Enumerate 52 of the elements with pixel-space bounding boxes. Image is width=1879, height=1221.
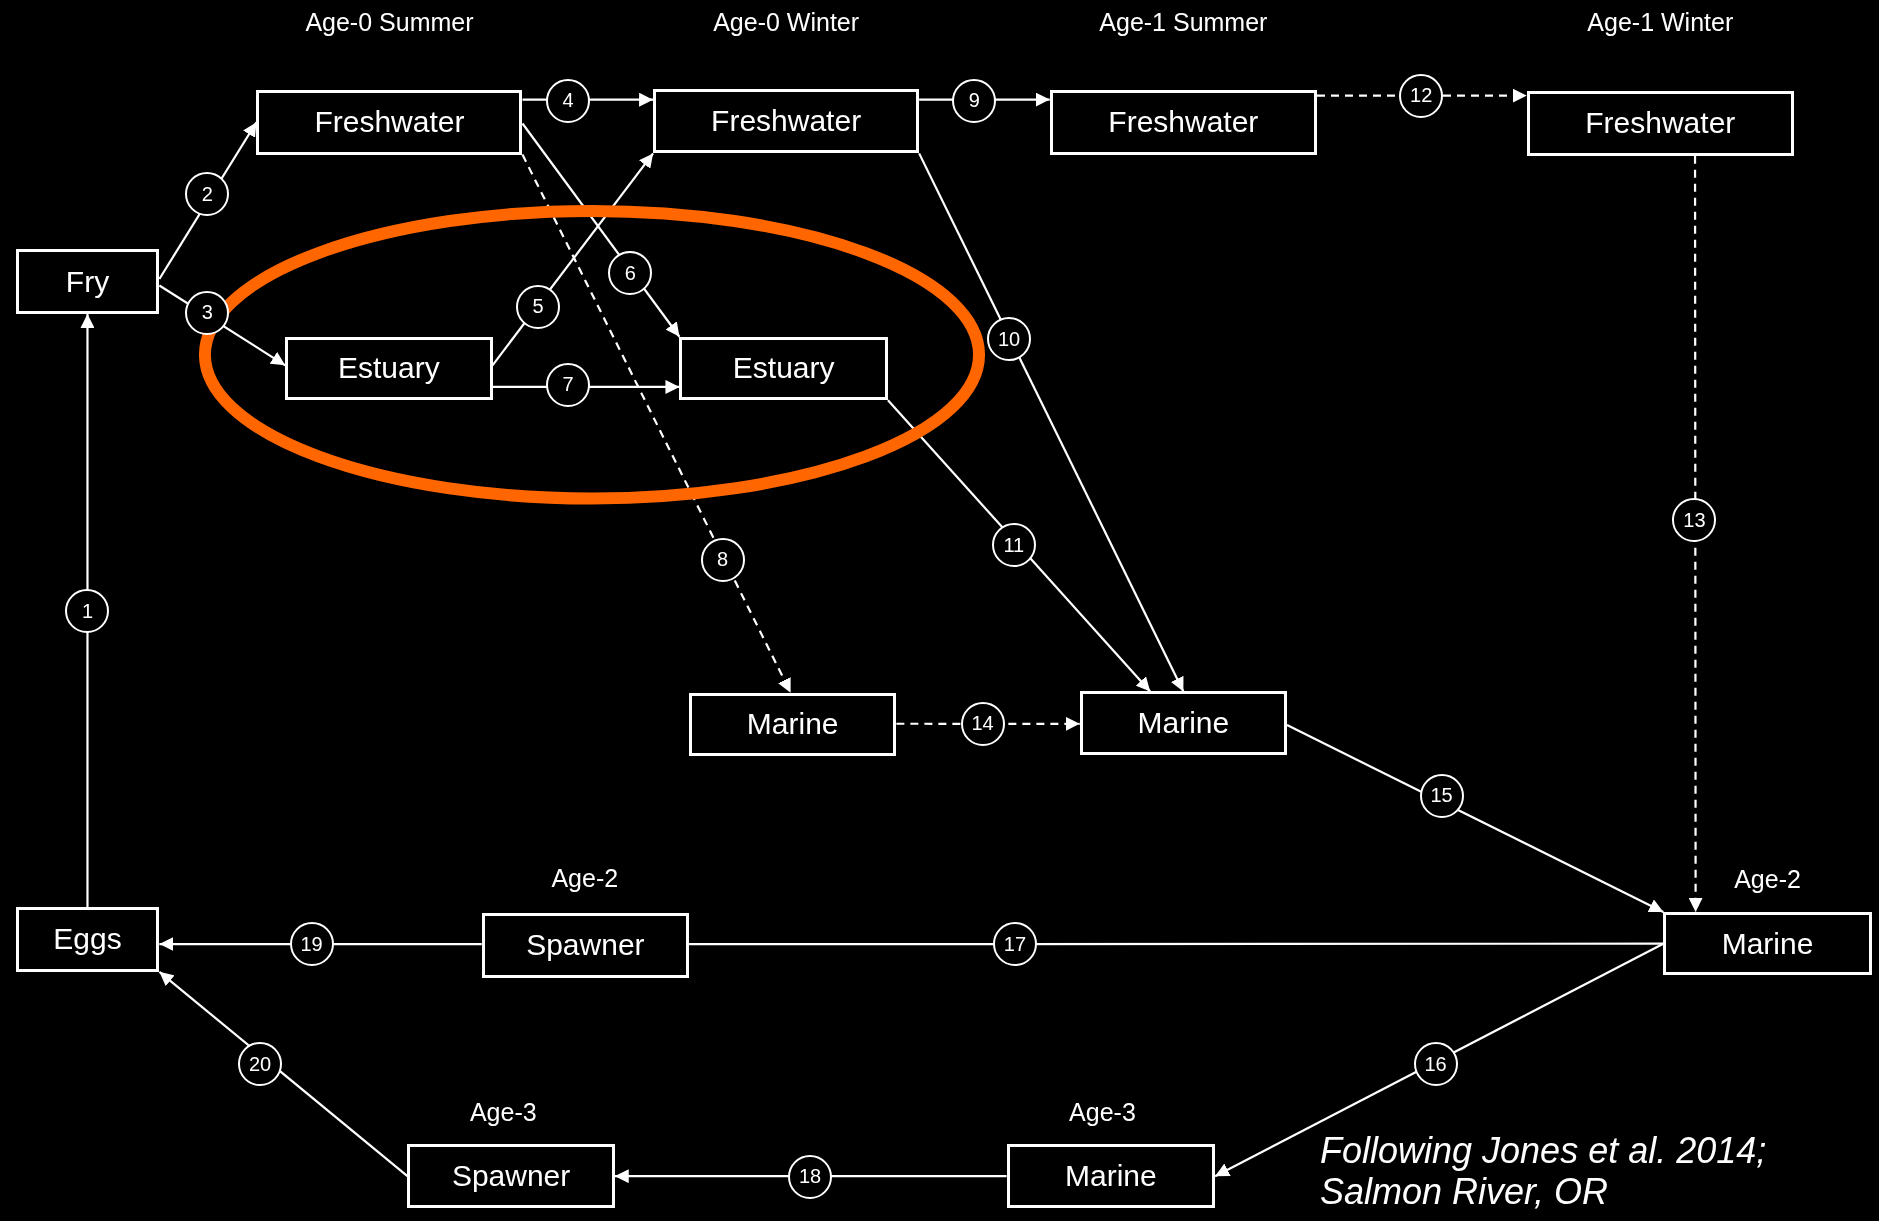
edge-label: 14 xyxy=(960,701,1005,746)
stage-box: Marine xyxy=(689,692,897,757)
stage-box: Estuary xyxy=(285,336,493,401)
stage-label: Age-0 Summer xyxy=(305,7,474,37)
stage-label: Age-1 Winter xyxy=(1587,7,1734,37)
edge-label: 20 xyxy=(238,1042,283,1087)
edge-label: 17 xyxy=(993,922,1037,967)
stage-box: Spawner xyxy=(481,913,690,978)
stage-label: Age-2 xyxy=(551,863,619,893)
stage-box: Marine xyxy=(1663,911,1872,976)
stage-label: Age-0 Winter xyxy=(713,7,860,37)
edge-label: 6 xyxy=(608,251,653,296)
caption: Following Jones et al. 2014; Salmon River, OR xyxy=(1320,1130,1768,1213)
stage-box: Fry xyxy=(15,249,160,314)
edge-label: 10 xyxy=(987,317,1031,362)
edge-label: 11 xyxy=(991,523,1036,568)
stage-box: Freshwater xyxy=(653,88,920,154)
stage-box: Spawner xyxy=(407,1144,615,1208)
edge-label: 1 xyxy=(65,589,110,634)
edge-label: 3 xyxy=(185,290,230,335)
edge-label: 5 xyxy=(516,284,561,329)
arrow xyxy=(918,152,1185,692)
edge-label: 15 xyxy=(1419,773,1464,818)
arrow xyxy=(80,313,95,908)
arrow xyxy=(158,971,409,1178)
arrow xyxy=(1286,724,1664,913)
stage-box: Estuary xyxy=(679,336,888,401)
stage-box: Eggs xyxy=(15,907,160,972)
edge-label: 9 xyxy=(952,78,997,123)
stage-label: Age-3 xyxy=(1069,1098,1136,1128)
edge-label: 7 xyxy=(546,362,590,407)
stage-box: Freshwater xyxy=(1526,91,1794,156)
arrow xyxy=(1214,942,1664,1178)
arrow xyxy=(614,1169,1007,1184)
stage-box: Freshwater xyxy=(256,89,523,155)
arrow xyxy=(521,154,792,694)
edge-label: 18 xyxy=(788,1154,833,1199)
edge-label: 19 xyxy=(289,922,334,967)
edge-label: 4 xyxy=(546,78,590,123)
arrow xyxy=(1688,155,1703,912)
stage-label: Age-3 xyxy=(469,1098,537,1128)
stage-box: Marine xyxy=(1006,1144,1216,1208)
edge-label: 8 xyxy=(700,537,745,582)
edge-label: 16 xyxy=(1413,1042,1458,1087)
stage-label: Age-2 xyxy=(1734,864,1801,894)
stage-label: Age-1 Summer xyxy=(1099,7,1268,37)
edge-label: 12 xyxy=(1399,73,1444,118)
arrow xyxy=(887,399,1151,693)
edge-label: 2 xyxy=(185,172,230,217)
edge-label: 13 xyxy=(1672,498,1717,543)
stage-box: Marine xyxy=(1079,691,1287,755)
stage-box: Freshwater xyxy=(1049,89,1317,155)
